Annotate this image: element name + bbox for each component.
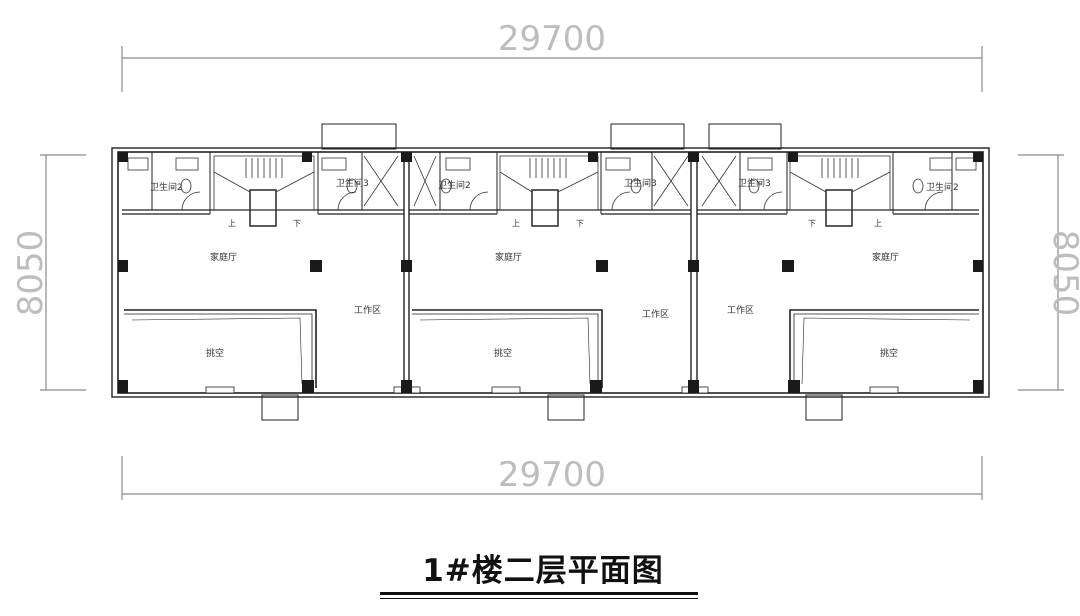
party-walls [403, 152, 698, 393]
title-underline [380, 592, 698, 595]
dimension-top [121, 46, 983, 92]
family-hall-label: 家庭厅 [872, 251, 899, 263]
bathroom-fixtures [127, 155, 977, 207]
bathroom-partitions [151, 152, 953, 214]
stairs [213, 155, 891, 227]
columns [118, 152, 983, 393]
dimension-bottom-label: 29700 [498, 455, 606, 495]
void-label: 挑空 [494, 347, 512, 359]
dimension-right-label: 8050 [1045, 230, 1080, 317]
void-label: 挑空 [206, 347, 224, 359]
void-label: 挑空 [880, 347, 898, 359]
work-area-label: 工作区 [354, 304, 381, 316]
work-area-label: 工作区 [727, 304, 754, 316]
bathroom-label: 卫生间3 [738, 177, 771, 189]
work-area-label: 工作区 [642, 308, 669, 320]
dimension-left-label: 8050 [11, 230, 51, 317]
bathroom-label: 卫生间2 [438, 179, 471, 191]
bathroom-label: 卫生间3 [336, 177, 369, 189]
dimension-bottom [121, 456, 983, 500]
drawing-title: 1#楼二层平面图 [422, 553, 664, 589]
family-hall-label: 家庭厅 [210, 251, 237, 263]
bathroom-label: 卫生间2 [150, 181, 183, 193]
stair-down-mark: 下 [808, 219, 816, 228]
unit-2-labels: 卫生间2 卫生间3 家庭厅 工作区 挑空 上 下 [438, 177, 669, 359]
void-enclosures [124, 309, 979, 388]
stair-down-mark: 下 [576, 219, 584, 228]
bathroom-label: 卫生间3 [624, 177, 657, 189]
dimension-top-label: 29700 [498, 19, 606, 59]
stair-up-mark: 上 [512, 219, 520, 228]
dimension-left [40, 154, 86, 391]
exterior-walls [111, 147, 990, 398]
stair-up-mark: 上 [228, 219, 236, 228]
bathroom-label: 卫生间2 [926, 181, 959, 193]
projections [261, 123, 843, 421]
stair-down-mark: 下 [293, 219, 301, 228]
title-underline-thin [380, 598, 698, 599]
stair-up-mark: 上 [874, 219, 882, 228]
family-hall-label: 家庭厅 [495, 251, 522, 263]
dimension-right [1018, 154, 1064, 391]
door-swings [181, 191, 944, 211]
unit-1-labels: 卫生间2 卫生间3 家庭厅 工作区 挑空 上 下 [150, 177, 381, 359]
unit-3-labels: 卫生间3 卫生间2 家庭厅 工作区 挑空 下 上 [727, 177, 959, 359]
